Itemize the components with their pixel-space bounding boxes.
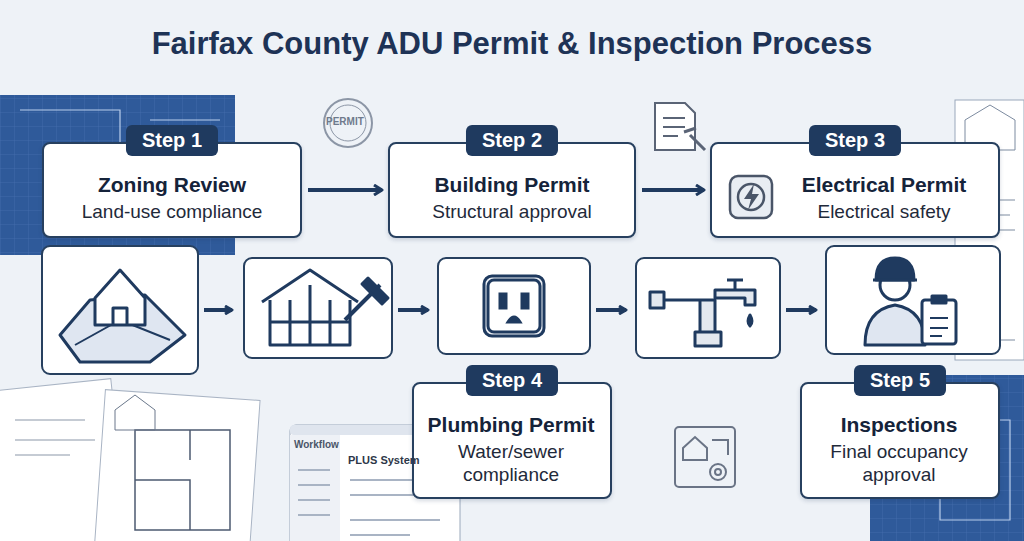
framing-icon [262,270,388,345]
step-box: Step 2Building PermitStructural approval [388,142,636,238]
step-box: Step 4Plumbing PermitWater/sewer complia… [412,382,612,499]
flow-arrow [642,188,704,192]
floor-plan-paper [0,379,260,541]
flow-arrow [308,188,382,192]
step-title: Electrical Permit [782,172,986,197]
step-box: Step 3Electrical PermitElectrical safety [710,142,1000,238]
document-icon [655,103,705,150]
step-description: Electrical safety [782,201,986,224]
step-title: Building Permit [402,172,622,197]
step-tag: Step 5 [854,365,946,396]
step-title: Plumbing Permit [424,412,598,437]
step-description: Water/sewer compliance [424,441,598,487]
step-tag: Step 3 [809,125,901,156]
diagram-title: Fairfax County ADU Permit & Inspection P… [0,26,1024,62]
step-title: Zoning Review [56,172,288,197]
lightning-icon [728,174,774,220]
screen-label: PLUS System [348,454,420,466]
step-box: Step 5InspectionsFinal occupancy approva… [800,382,1000,499]
icon-panel [42,246,1000,374]
flow-arrow [204,308,816,312]
step-description: Final occupancy approval [812,441,986,487]
step-tag: Step 1 [126,125,218,156]
inspector-icon [865,258,956,345]
stamp-text: PERMIT [326,116,364,127]
permit-stamp [324,99,372,147]
step-description: Land-use compliance [56,201,288,224]
step-tag: Step 2 [466,125,558,156]
outlet-icon [484,276,544,336]
step-description: Structural approval [402,201,622,224]
house-gear-icon [675,427,735,487]
screen-label: Workflow [294,439,339,450]
pipes-icon [650,280,755,346]
step-box: Step 1Zoning ReviewLand-use compliance [42,142,302,238]
step-tag: Step 4 [466,365,558,396]
step-title: Inspections [812,412,986,437]
map-house-icon [60,270,185,362]
